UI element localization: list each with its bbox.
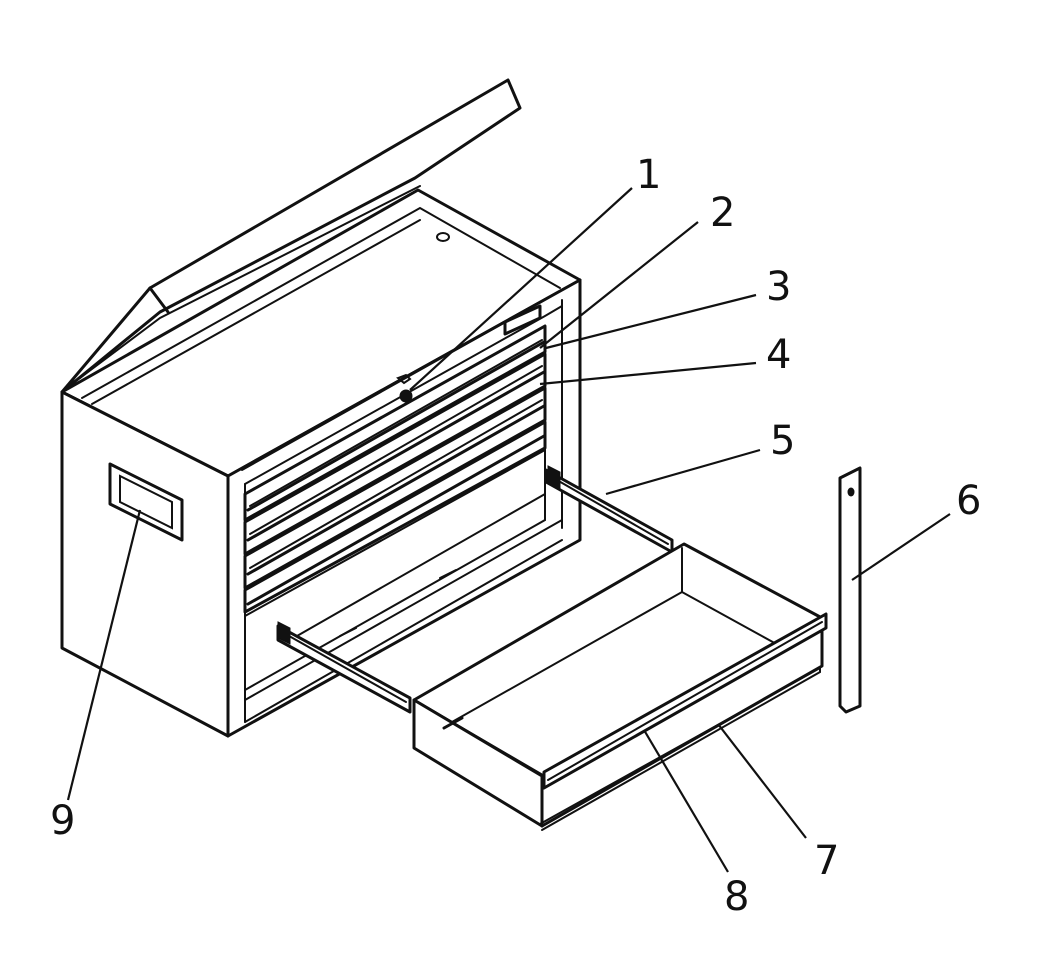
leader-1 (409, 187, 633, 391)
callout-9: 9 (50, 798, 75, 844)
drawer-front-trim (542, 612, 828, 790)
callout-1: 1 (636, 152, 661, 198)
callout-2: 2 (710, 190, 735, 236)
leader-7 (717, 723, 807, 839)
callout-3: 3 (766, 264, 791, 310)
side-handle (108, 462, 184, 542)
drawer-slide-left (276, 621, 412, 714)
callout-5: 5 (770, 418, 795, 464)
leader-5 (605, 448, 761, 496)
drawer-4 (243, 420, 547, 614)
drawer-slide-right (544, 465, 674, 554)
leader-lines (66, 187, 951, 873)
drawer-label-strip (838, 466, 862, 714)
lock-keyhole (396, 373, 413, 403)
leader-2 (539, 221, 699, 349)
leader-6 (851, 513, 951, 581)
leader-3 (545, 293, 757, 350)
leader-8 (643, 729, 729, 873)
drawer-cavity (244, 448, 546, 691)
drawer-liner-edge (442, 666, 821, 831)
callout-7: 7 (814, 838, 839, 884)
callout-8: 8 (724, 874, 749, 920)
leader-4 (539, 361, 757, 386)
callout-4: 4 (766, 332, 791, 378)
drawer-3 (243, 386, 547, 590)
drawer-1 (243, 324, 547, 522)
callout-6: 6 (956, 478, 981, 524)
lock-badge (503, 304, 542, 336)
leader-9 (66, 509, 142, 801)
drawer-2 (243, 352, 547, 556)
lid-clip (436, 232, 450, 242)
